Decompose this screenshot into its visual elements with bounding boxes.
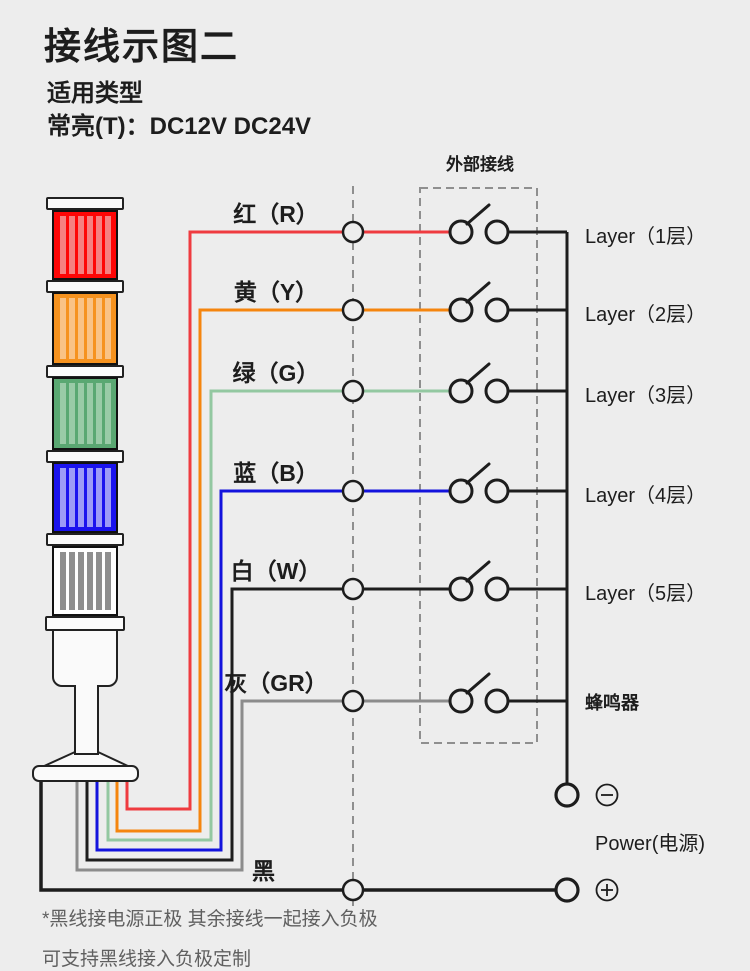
- wire-gray: [75, 699, 450, 872]
- tower-base-trumpet: [41, 751, 131, 768]
- external-wiring-label: 外部接线: [446, 155, 514, 174]
- junction-dots: [341, 220, 365, 902]
- wire-red: [125, 230, 450, 811]
- switch-layer2: [448, 281, 510, 323]
- junction-yellow: [341, 298, 365, 322]
- wire-label-black: 黑: [252, 858, 275, 884]
- terminal-negative: [554, 782, 580, 808]
- layer4-label: Layer（4层）: [585, 485, 707, 507]
- switch-buzzer: [448, 672, 510, 714]
- switches: [448, 203, 510, 714]
- layer2-label: Layer（2层）: [585, 304, 707, 326]
- wire-black: [39, 779, 556, 892]
- wire-label-white: 白（W）: [230, 558, 322, 584]
- tower-base-slab: [32, 765, 139, 782]
- junction-white: [341, 577, 365, 601]
- switch-layer5: [448, 560, 510, 602]
- wire-green: [106, 389, 450, 842]
- terminal-positive: [554, 877, 580, 903]
- layer5-label: Layer（5层）: [585, 583, 707, 605]
- wire-blue: [95, 489, 450, 852]
- layer1-label: Layer（1层）: [585, 226, 707, 248]
- layer3-label: Layer（3层）: [585, 385, 707, 407]
- wire-label-yellow: 黄（Y）: [233, 279, 319, 305]
- buzzer-label: 蜂鸣器: [585, 693, 639, 713]
- switch-layer3: [448, 362, 510, 404]
- applicable-type-label: 适用类型: [47, 80, 143, 107]
- page-title: 接线示图二: [44, 26, 239, 67]
- junction-green: [341, 379, 365, 403]
- wire-white: [85, 587, 450, 862]
- wire-label-blue: 蓝（B）: [233, 460, 319, 486]
- junction-gray: [341, 689, 365, 713]
- bus-connectors: [508, 230, 569, 784]
- wire-label-red: 红（R）: [233, 201, 319, 227]
- wire-yellow: [115, 308, 450, 833]
- footnote-line2: 可支持黑线接入负极定制: [42, 949, 252, 970]
- junction-red: [341, 220, 365, 244]
- minus-icon: [595, 783, 619, 807]
- wire-label-gray: 灰（GR）: [224, 670, 328, 696]
- voltage-spec-label: 常亮(T)：DC12V DC24V: [47, 113, 312, 140]
- power-label: Power(电源): [595, 833, 706, 855]
- buzzer-grille-icon: [66, 640, 106, 660]
- plus-icon: [595, 878, 619, 902]
- switch-layer1: [448, 203, 510, 245]
- external-wiring-dashed-box: [419, 187, 538, 744]
- footnote-line1: *黑线接电源正极 其余接线一起接入负极: [42, 909, 378, 930]
- wire-label-green: 绿（G）: [232, 360, 320, 386]
- junction-black: [341, 878, 365, 902]
- switch-layer4: [448, 462, 510, 504]
- junction-blue: [341, 479, 365, 503]
